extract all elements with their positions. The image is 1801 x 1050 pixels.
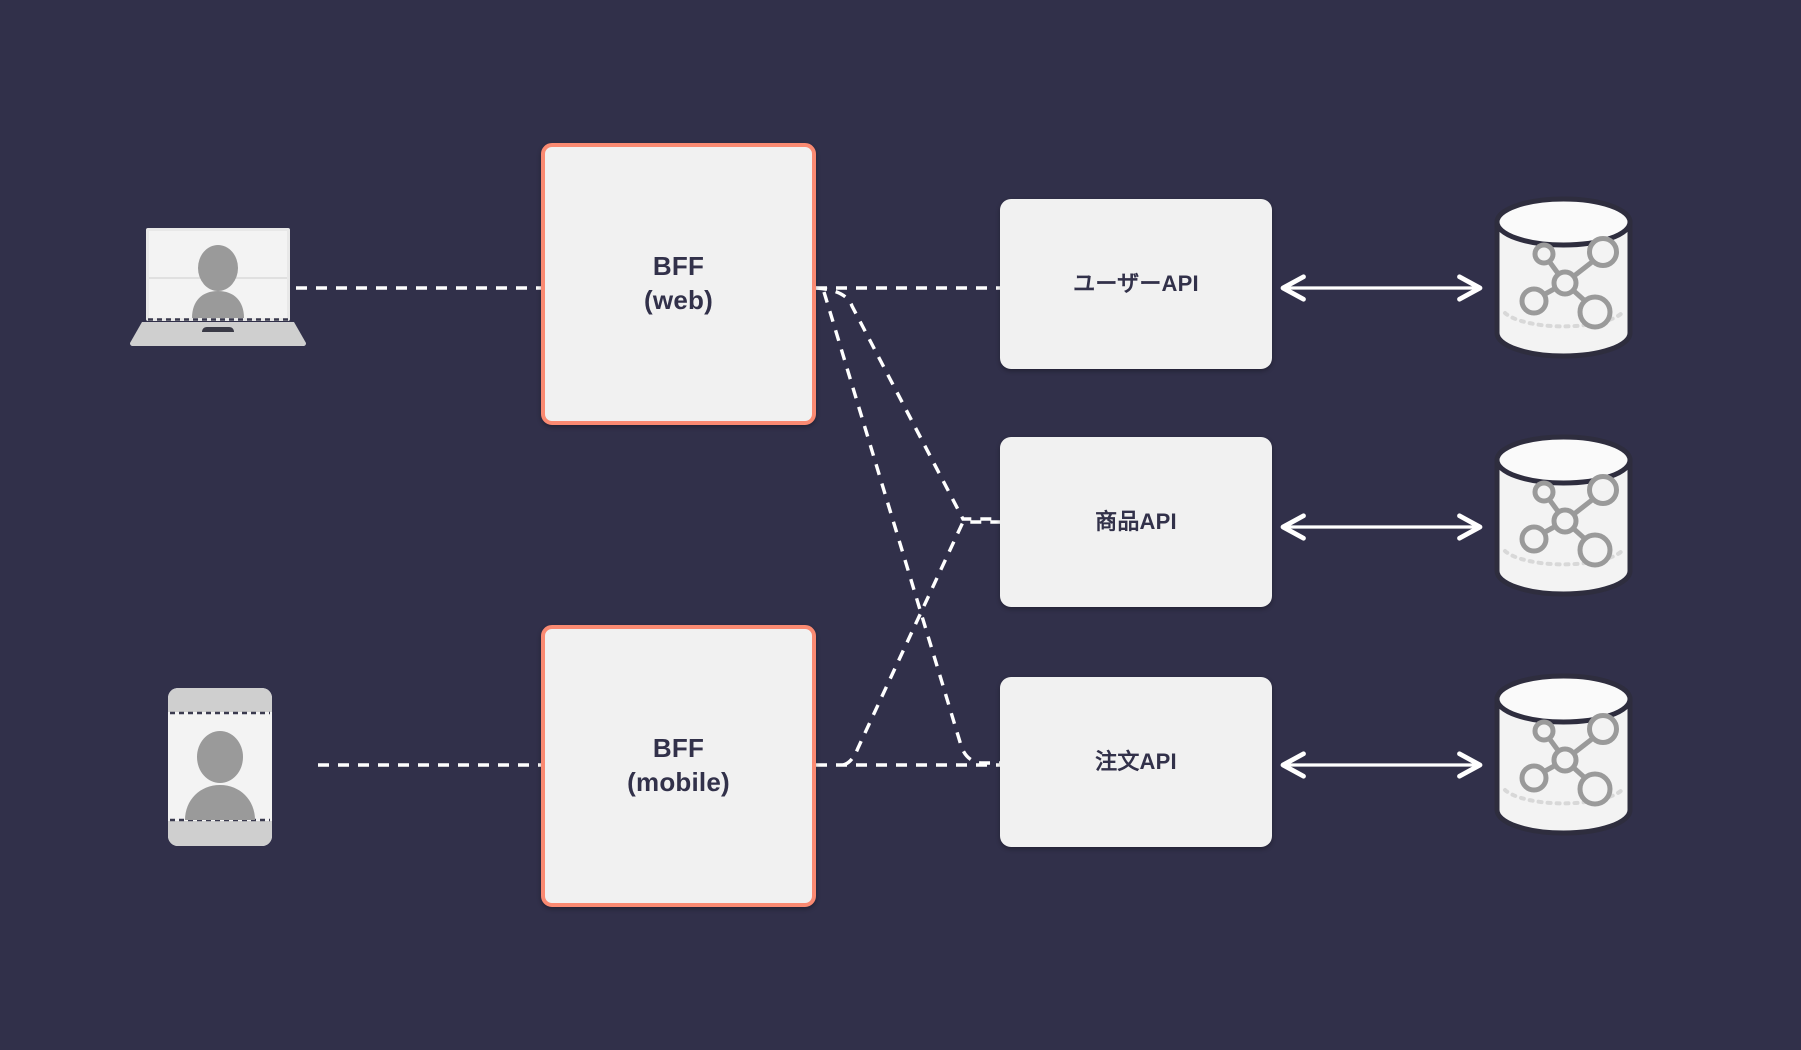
node-bff-web[interactable]: BFF (web) <box>541 143 816 425</box>
mobile-client-phone-icon <box>168 688 272 846</box>
node-bff-web-label: BFF (web) <box>644 251 713 315</box>
node-user-api-label: ユーザーAPI <box>1073 270 1199 296</box>
edge-bff-web-to-order-api <box>822 291 1000 765</box>
node-order-api[interactable]: 注文API <box>1000 677 1272 847</box>
node-product-api[interactable]: 商品API <box>1000 437 1272 607</box>
node-bff-mobile-label: BFF (mobile) <box>627 733 730 797</box>
node-bff-mobile[interactable]: BFF (mobile) <box>541 625 816 907</box>
node-product-db[interactable] <box>1491 433 1636 598</box>
node-user-db[interactable] <box>1491 195 1636 360</box>
node-user-api[interactable]: ユーザーAPI <box>1000 199 1272 369</box>
edge-bff-mobile-to-product-api <box>842 520 1000 767</box>
web-client-laptop-icon <box>130 228 306 348</box>
edge-bff-web-to-product-api <box>815 286 1000 521</box>
node-product-api-label: 商品API <box>1095 508 1177 534</box>
node-order-api-label: 注文API <box>1095 748 1177 774</box>
node-order-db[interactable] <box>1491 672 1636 837</box>
